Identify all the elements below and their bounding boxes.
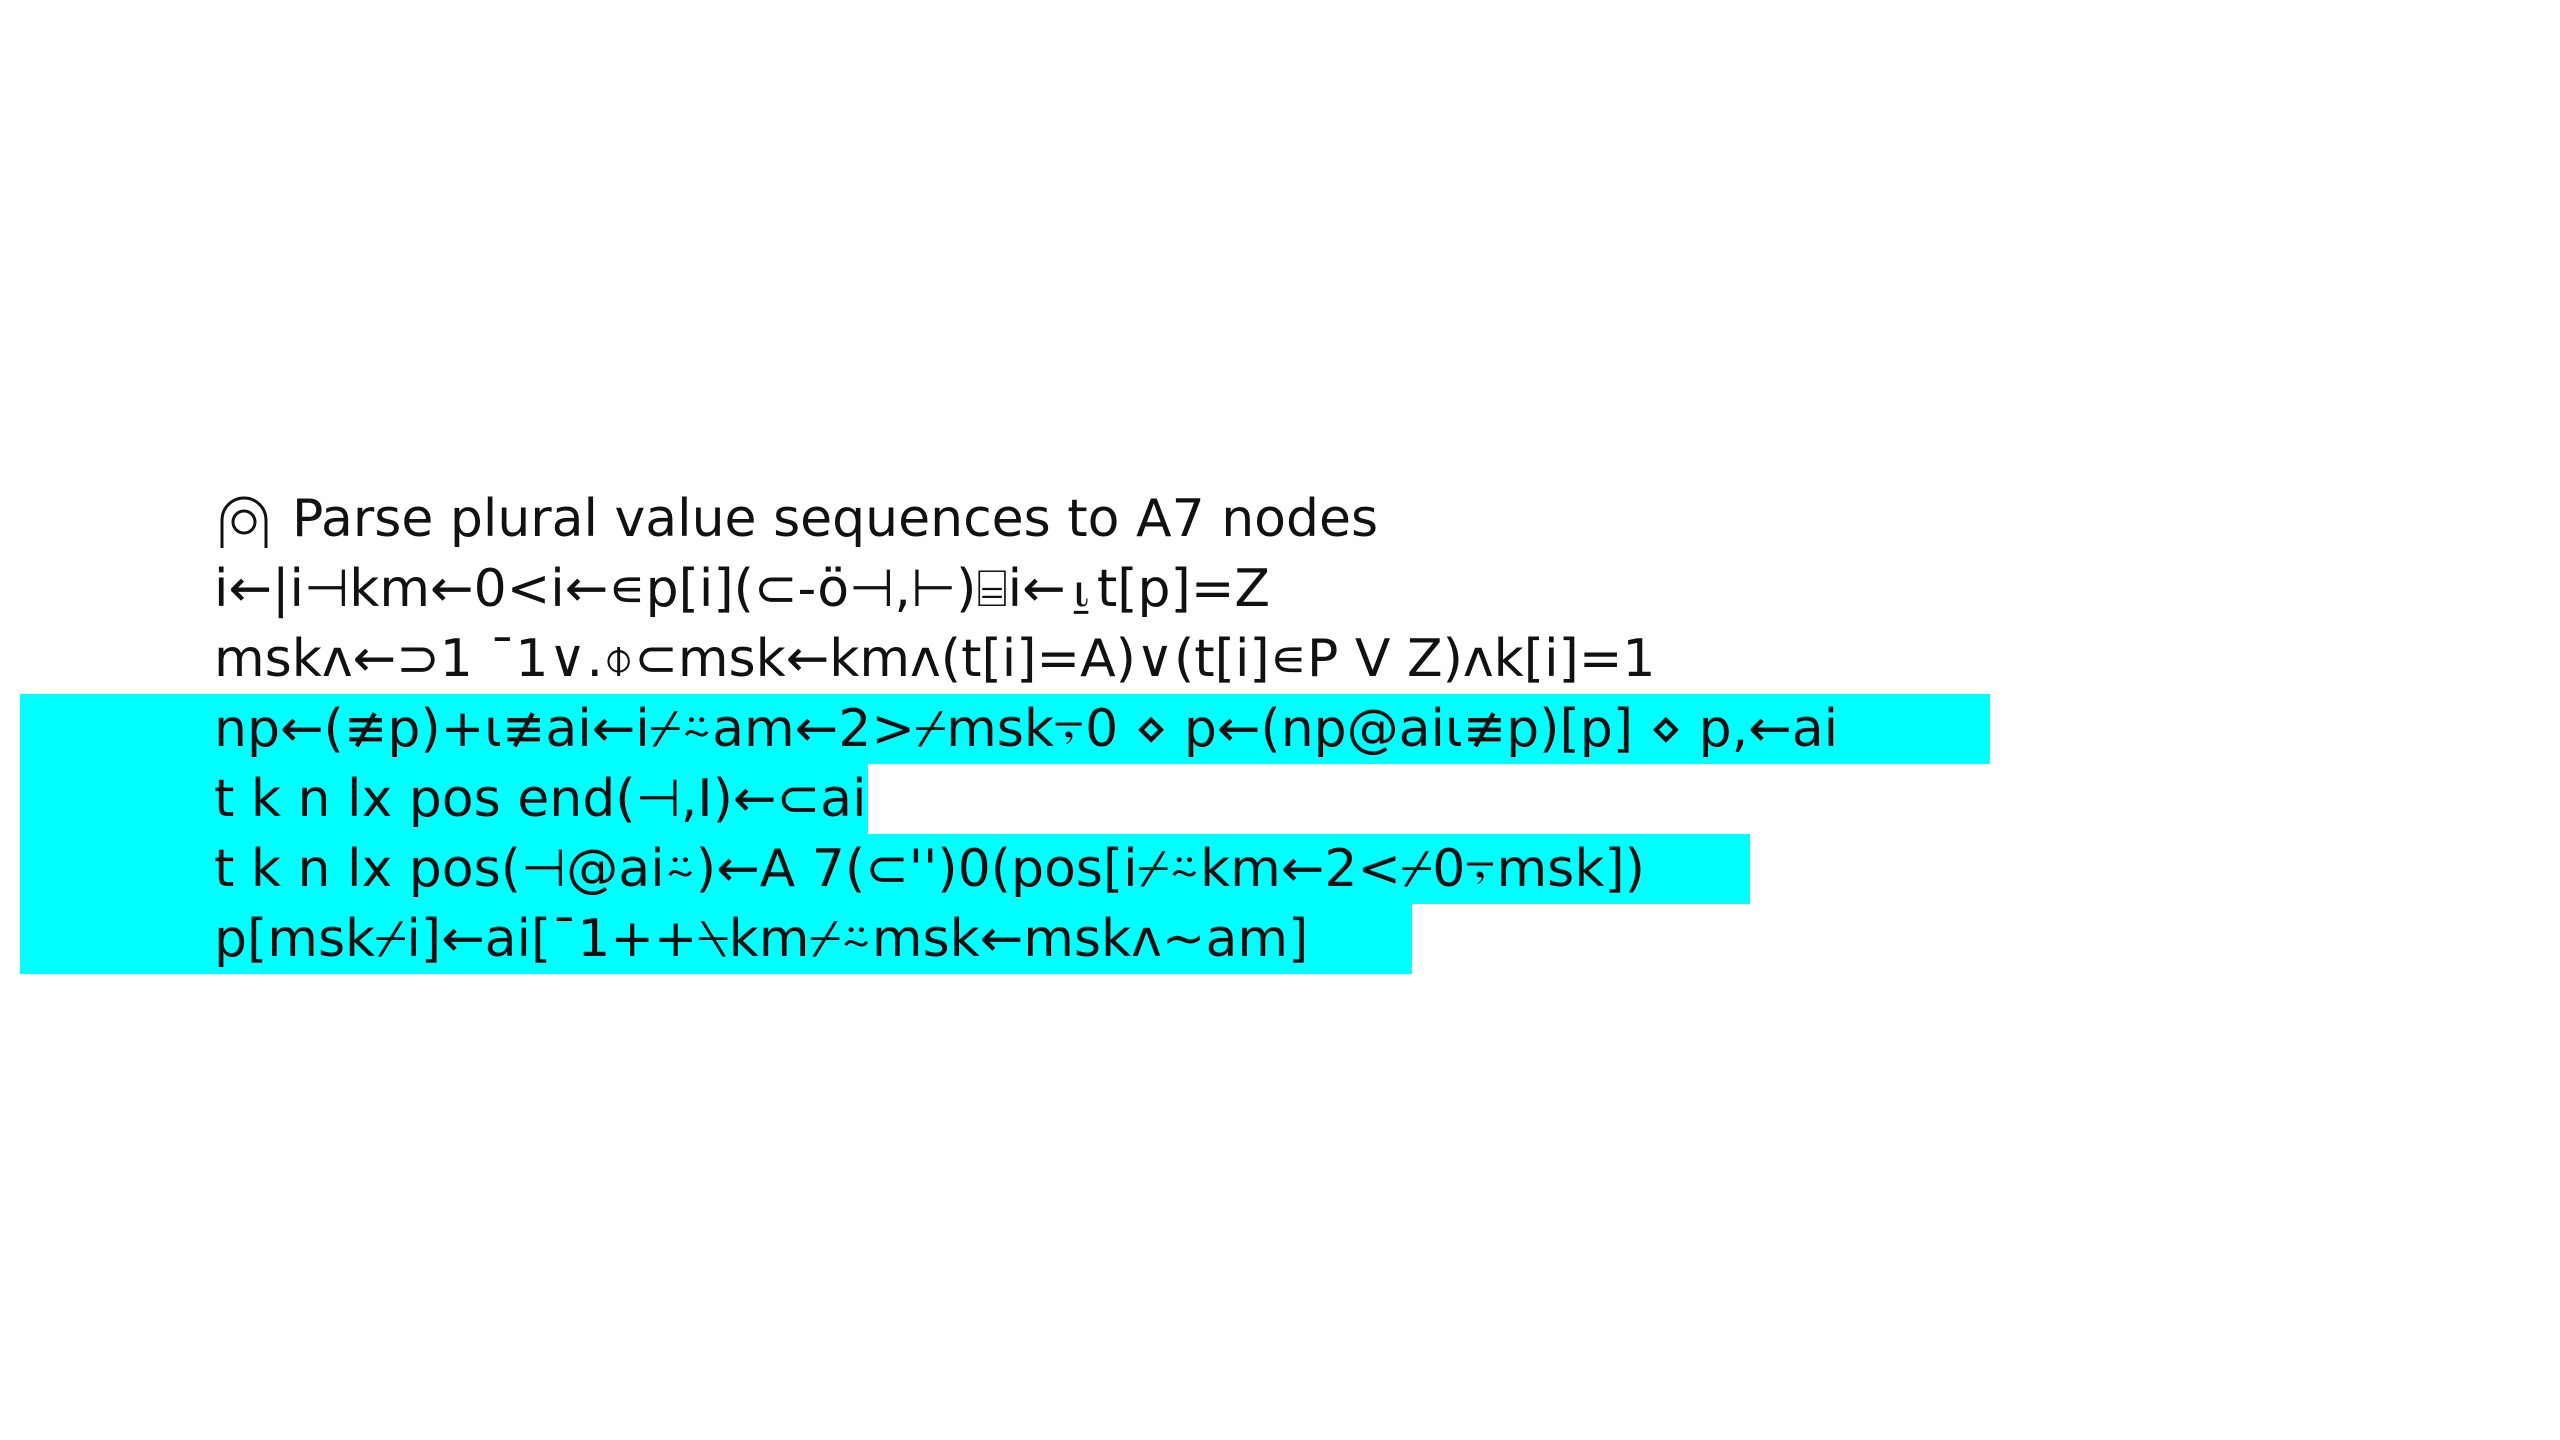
code-text: mskʌ←⊃1 ¯1∨.⌽⊂msk←kmʌ(t[i]=A)∨(t[i]∊P V … <box>214 629 1656 689</box>
code-line-3: np←(≢p)+⍳≢ai←i⌿⍨am←2>⌿msk⍪0 ⋄ p←(np@ai⍳≢… <box>0 694 2560 764</box>
highlight-band <box>20 834 1750 904</box>
comment-text: Parse plural value sequences to A7 nodes <box>292 489 1379 549</box>
highlight-band <box>20 904 1412 974</box>
code-text: i←|i⊣km←0<i←∊p[i](⊂-ö⊣,⊢)⌸i←⍸t[p]=Z <box>214 559 1271 619</box>
code-line-5: t k n lx pos(⊣@ai⍨)←A 7(⊂'')0(pos[i⌿⍨km←… <box>0 834 2560 904</box>
highlight-band <box>20 694 1990 764</box>
code-text: np←(≢p)+⍳≢ai←i⌿⍨am←2>⌿msk⍪0 ⋄ p←(np@ai⍳≢… <box>214 699 1839 759</box>
code-block: Parse plural value sequences to A7 nodes… <box>0 484 2560 974</box>
code-line-1: i←|i⊣km←0<i←∊p[i](⊂-ö⊣,⊢)⌸i←⍸t[p]=Z <box>0 554 2560 624</box>
comment-line: Parse plural value sequences to A7 nodes <box>0 484 2560 554</box>
highlight-band <box>20 764 868 834</box>
lamp-comment-icon <box>220 496 268 548</box>
code-text: p[msk⌿i]←ai[¯1++⍀km⌿⍨msk←mskʌ~am] <box>214 909 1309 969</box>
code-text: t k n lx pos end(⊣,I)←⊂ai <box>214 769 867 829</box>
code-line-6: p[msk⌿i]←ai[¯1++⍀km⌿⍨msk←mskʌ~am] <box>0 904 2560 974</box>
code-line-4: t k n lx pos end(⊣,I)←⊂ai <box>0 764 2560 834</box>
code-text: t k n lx pos(⊣@ai⍨)←A 7(⊂'')0(pos[i⌿⍨km←… <box>214 839 1645 899</box>
code-line-2: mskʌ←⊃1 ¯1∨.⌽⊂msk←kmʌ(t[i]=A)∨(t[i]∊P V … <box>0 624 2560 694</box>
